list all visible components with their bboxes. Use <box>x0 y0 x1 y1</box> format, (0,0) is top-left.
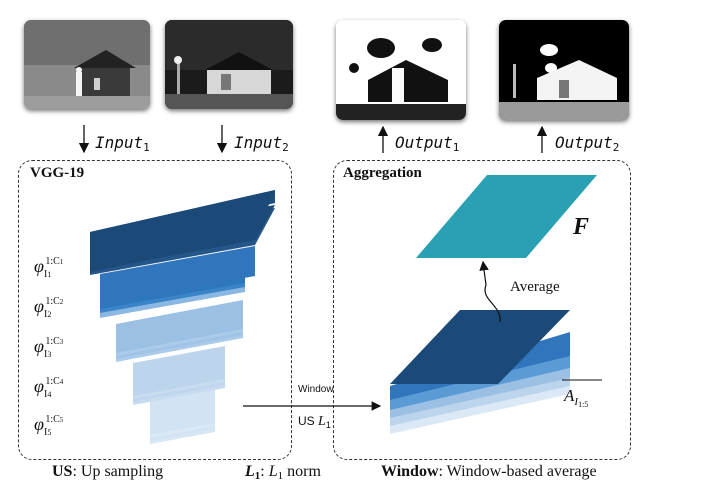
input-2-text: Input <box>234 133 283 152</box>
average-label: Average <box>510 279 560 295</box>
us-l1-label: US L1 <box>298 414 331 430</box>
caption-l-italic-sub: 1 <box>277 470 284 482</box>
l-sub: 1 <box>325 420 331 430</box>
vgg-title: VGG-19 <box>30 165 85 181</box>
feature-3-sup: 1:C <box>45 336 60 347</box>
feature-2-sub: I <box>43 309 48 320</box>
feature-label-5: φI51:C5 <box>34 414 63 438</box>
feature-4-sub: I <box>43 389 48 400</box>
feature-3-sub: I <box>43 349 48 360</box>
l-text: L <box>318 414 326 429</box>
feature-layer-4 <box>133 346 225 405</box>
feature-layer-2 <box>100 246 255 318</box>
feature-4-supsub: 4 <box>59 378 64 386</box>
feature-5-sub: I <box>43 427 48 438</box>
feature-3-phi: φ <box>34 336 44 356</box>
feature-2-supsub: 2 <box>59 298 64 306</box>
feature-4-phi: φ <box>34 376 44 396</box>
vgg-box <box>18 160 292 460</box>
caption-window-bold: Window <box>381 463 439 480</box>
output-2-text: Output <box>555 133 613 152</box>
feature-3-subsub: 3 <box>47 350 52 359</box>
caption-us-text: : Up sampling <box>72 463 164 480</box>
aggregation-title: Aggregation <box>343 165 422 181</box>
feature-layer-5 <box>150 389 215 444</box>
output-image-2 <box>499 20 629 120</box>
caption-l-rest: norm <box>283 463 321 480</box>
feature-5-subsub: 5 <box>47 428 52 437</box>
feature-label-1: φI11:C1 <box>34 256 63 280</box>
input-2-sub: 2 <box>282 141 289 154</box>
feature-4-sup: 1:C <box>45 376 60 387</box>
stack-sub: I <box>574 396 579 408</box>
stack-letter: A <box>564 386 575 405</box>
caption-l-bold: L <box>245 463 255 480</box>
feature-label-3: φI31:C3 <box>34 336 63 360</box>
output-1-text: Output <box>395 133 453 152</box>
feature-5-sup: 1:C <box>45 414 60 425</box>
stack-label: AI1:5 <box>564 386 588 409</box>
output-1-sub: 1 <box>452 141 460 154</box>
feature-3-supsub: 3 <box>59 338 64 346</box>
fused-map-F <box>416 175 597 258</box>
input-1-sub: 1 <box>143 141 150 154</box>
output-image-1 <box>336 20 466 120</box>
feature-1-subsub: 1 <box>47 270 52 279</box>
caption-l1: L1: L1 norm <box>245 463 321 482</box>
feature-4-subsub: 4 <box>47 390 52 399</box>
average-arrow <box>479 260 501 323</box>
caption-window-text: : Window-based average <box>438 463 597 480</box>
output-1-label: Output1 <box>395 133 459 154</box>
feature-2-sup: 1:C <box>45 296 60 307</box>
feature-label-2: φI21:C2 <box>34 296 63 320</box>
feature-layer-1 <box>90 190 275 275</box>
caption-window: Window: Window-based average <box>381 463 597 481</box>
feature-1-sub: I <box>43 269 48 280</box>
aggregated-stack <box>390 310 570 434</box>
caption-l-colon: : <box>260 463 269 480</box>
input-image-2 <box>165 20 293 109</box>
feature-5-supsub: 5 <box>59 416 64 424</box>
input-1-label: Input1 <box>95 133 150 154</box>
feature-1-sup: 1:C <box>45 256 60 267</box>
caption-us: US: Up sampling <box>52 463 163 481</box>
caption-l-italic: L <box>268 463 278 480</box>
feature-label-4: φI41:C4 <box>34 376 63 400</box>
stack-subsub: 1:5 <box>578 400 589 409</box>
input-2-label: Input2 <box>234 133 289 154</box>
fused-map-label: F <box>573 214 590 240</box>
feature-1-phi: φ <box>34 256 44 276</box>
caption-l-bold-sub: 1 <box>254 470 261 482</box>
output-2-label: Output2 <box>555 133 619 154</box>
feature-layer-3 <box>116 300 243 362</box>
input-1-text: Input <box>95 133 144 152</box>
feature-5-phi: φ <box>34 414 44 434</box>
output-2-sub: 2 <box>612 141 620 154</box>
us-text: US <box>298 414 315 428</box>
window-label: Window <box>298 384 334 395</box>
caption-us-bold: US <box>52 463 73 480</box>
input-image-1 <box>24 20 150 109</box>
feature-2-phi: φ <box>34 296 44 316</box>
aggregation-box <box>333 160 631 460</box>
feature-1-supsub: 1 <box>59 258 64 266</box>
feature-2-subsub: 2 <box>47 310 52 319</box>
